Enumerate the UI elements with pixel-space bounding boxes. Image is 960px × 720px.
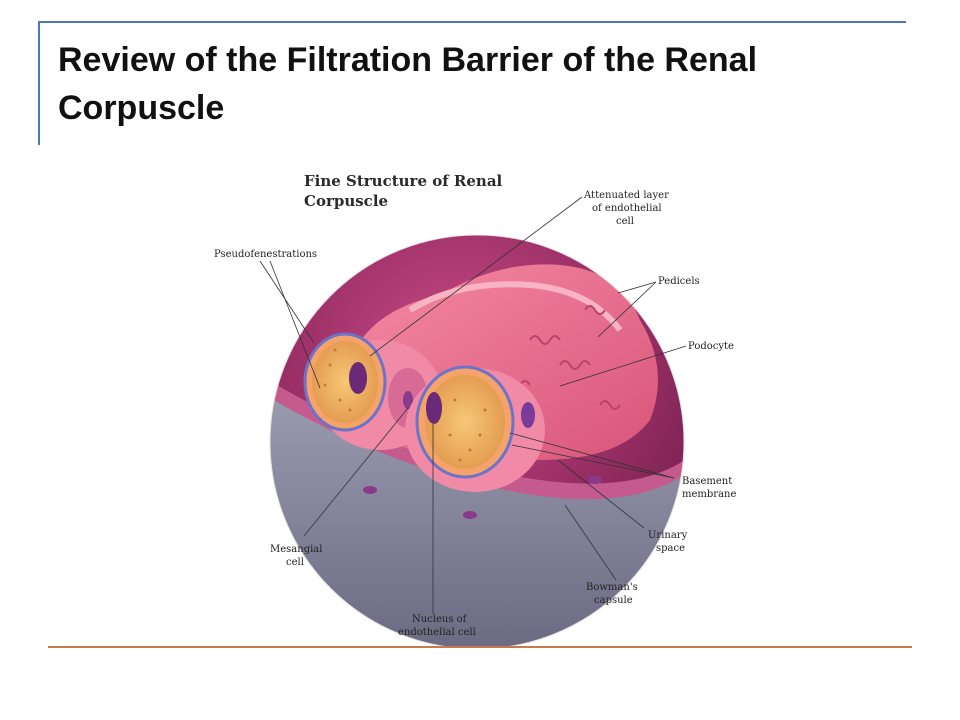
callout-mesangial-cell: Mesangial cell — [270, 544, 322, 568]
view-circle-outline — [269, 234, 685, 648]
svg-text:endothelial cell: endothelial cell — [398, 627, 476, 638]
callout-pseudofenestrations: Pseudofenestrations — [214, 249, 317, 260]
parietal-nucleus — [363, 486, 377, 494]
svg-text:cell: cell — [616, 216, 634, 227]
svg-text:space: space — [656, 543, 685, 554]
corpuscle-section — [270, 235, 684, 648]
right-capillary — [405, 365, 545, 492]
callout-basement-membrane: Basement membrane — [682, 476, 736, 500]
svg-text:Nucleus of: Nucleus of — [412, 614, 468, 625]
svg-text:Basement: Basement — [682, 476, 732, 487]
figure-title-line-1: Fine Structure of Renal — [304, 172, 503, 190]
svg-text:Mesangial: Mesangial — [270, 544, 322, 555]
callout-leader-lines — [259, 196, 687, 614]
svg-text:of endothelial: of endothelial — [592, 203, 662, 214]
svg-text:capsule: capsule — [594, 595, 633, 606]
podocyte-highlight — [408, 281, 623, 332]
svg-text:Attenuated layer: Attenuated layer — [583, 190, 669, 201]
parietal-nucleus — [588, 476, 602, 484]
figure-title-line-2: Corpuscle — [304, 192, 388, 210]
slide-frame-top-line — [38, 21, 906, 23]
mesangial-cell-nucleus — [403, 391, 413, 409]
callout-podocyte: Podocyte — [688, 341, 734, 352]
slide-frame-left-line — [38, 21, 40, 145]
svg-text:Urinary: Urinary — [648, 530, 688, 541]
slide-title-line-2: Corpuscle — [58, 89, 225, 127]
endothelial-nucleus — [349, 362, 367, 394]
callout-pedicels: Pedicels — [658, 276, 700, 287]
slide-title: Review of the Filtration Barrier of the … — [58, 36, 878, 132]
podocyte-nucleus — [521, 402, 535, 428]
renal-corpuscle-figure: Fine Structure of Renal Corpuscle Attenu… — [200, 160, 748, 648]
svg-text:Bowman's: Bowman's — [586, 582, 638, 593]
callout-attenuated-layer: Attenuated layer of endothelial cell — [583, 190, 669, 227]
svg-text:membrane: membrane — [682, 489, 736, 500]
callout-nucleus-of-endothelial-cell: Nucleus of endothelial cell — [398, 614, 476, 638]
parietal-nucleus — [463, 511, 477, 519]
renal-corpuscle-illustration: Fine Structure of Renal Corpuscle Attenu… — [214, 172, 736, 648]
pseudofenestrations-pattern — [323, 348, 487, 462]
callout-urinary-space: Urinary space — [648, 530, 688, 554]
endothelial-nucleus — [426, 392, 442, 424]
svg-text:cell: cell — [286, 557, 304, 568]
slide-title-line-1: Review of the Filtration Barrier of the … — [58, 41, 758, 79]
bottom-divider-line — [48, 646, 912, 648]
callout-bowmans-capsule: Bowman's capsule — [586, 582, 638, 606]
